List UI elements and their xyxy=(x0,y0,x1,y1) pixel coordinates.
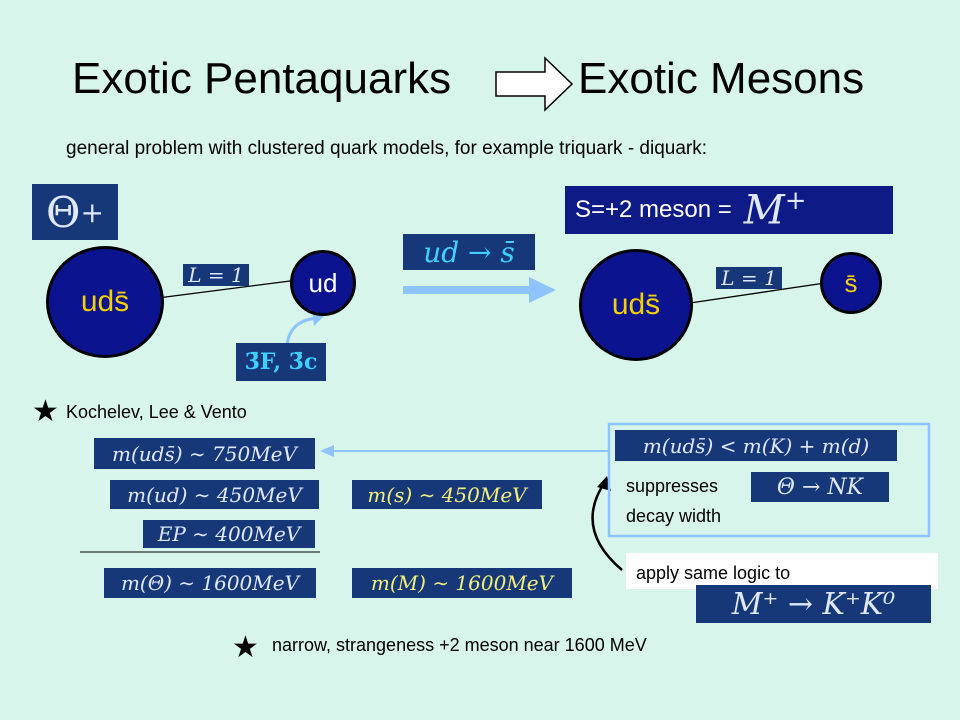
mass-meson: m(M) ∼ 1600MeV xyxy=(352,568,572,598)
right-l-label: L = 1 xyxy=(716,266,782,290)
reference-text: Kochelev, Lee & Vento xyxy=(66,402,247,422)
suppresses-text: suppresses xyxy=(626,476,719,496)
theta-decay: Θ → NK xyxy=(751,472,889,502)
theta-charge: + xyxy=(80,195,104,229)
right-link-line xyxy=(689,282,826,304)
right-triquark-cluster: uds̄ xyxy=(579,249,693,361)
transition-label: ud → s̄ xyxy=(403,234,535,270)
meson-header-text: S=+2 meson = xyxy=(575,196,732,223)
triquark-cluster: uds̄ xyxy=(46,246,164,358)
meson-symbol-letter: M xyxy=(743,187,785,234)
meson-charge: + xyxy=(784,186,807,217)
apply-text: apply same logic to xyxy=(626,553,938,589)
right-triquark-label: uds̄ xyxy=(611,288,661,321)
meson-header: S=+2 meson = M+ xyxy=(565,186,893,234)
title-right: Exotic Mesons xyxy=(578,54,865,103)
mass-theta: m(Θ) ∼ 1600MeV xyxy=(104,568,316,598)
meson-decay: M⁺ → K⁺K⁰ xyxy=(696,585,931,623)
inequality-frame xyxy=(607,422,931,538)
curved-black-arrow xyxy=(591,484,623,571)
left-l-label: L = 1 xyxy=(183,263,249,287)
antiquark-cluster: s̄ xyxy=(820,252,882,314)
theta-symbol: Θ xyxy=(46,187,81,237)
inequality-label: m(uds̄) < m(K) + m(d) xyxy=(615,430,897,461)
mass-uds: m(uds̄) ∼ 750MeV xyxy=(94,438,315,469)
mass-s: m(s) ∼ 450MeV xyxy=(352,480,542,509)
mass-ud: m(ud) ∼ 450MeV xyxy=(110,480,319,509)
transition-arrow-shaft xyxy=(403,286,531,294)
subtitle: general problem with clustered quark mod… xyxy=(66,138,708,159)
title-left: Exotic Pentaquarks xyxy=(72,54,452,103)
mass-ep: EP ∼ 400MeV xyxy=(143,520,315,548)
pointer-head xyxy=(320,445,334,457)
conclusion-text: narrow, strangeness +2 meson near 1600 M… xyxy=(272,635,647,655)
diquark-cluster: ud xyxy=(290,250,356,316)
theta-plus-label: Θ+ xyxy=(32,184,118,240)
conclusion-star-icon: ★ xyxy=(232,631,259,664)
decay-width-text: decay width xyxy=(626,506,722,526)
triquark-label: uds̄ xyxy=(80,285,130,318)
star-icon: ★ xyxy=(32,395,59,428)
representation-label: 3̄F, 3̄c xyxy=(236,343,326,381)
diquark-label: ud xyxy=(308,267,338,298)
transition-arrow-head xyxy=(529,277,556,303)
rep-curve-arrow xyxy=(285,316,319,346)
antiquark-label: s̄ xyxy=(844,267,858,298)
left-link-line xyxy=(149,279,299,300)
meson-symbol: M+ xyxy=(744,186,807,233)
